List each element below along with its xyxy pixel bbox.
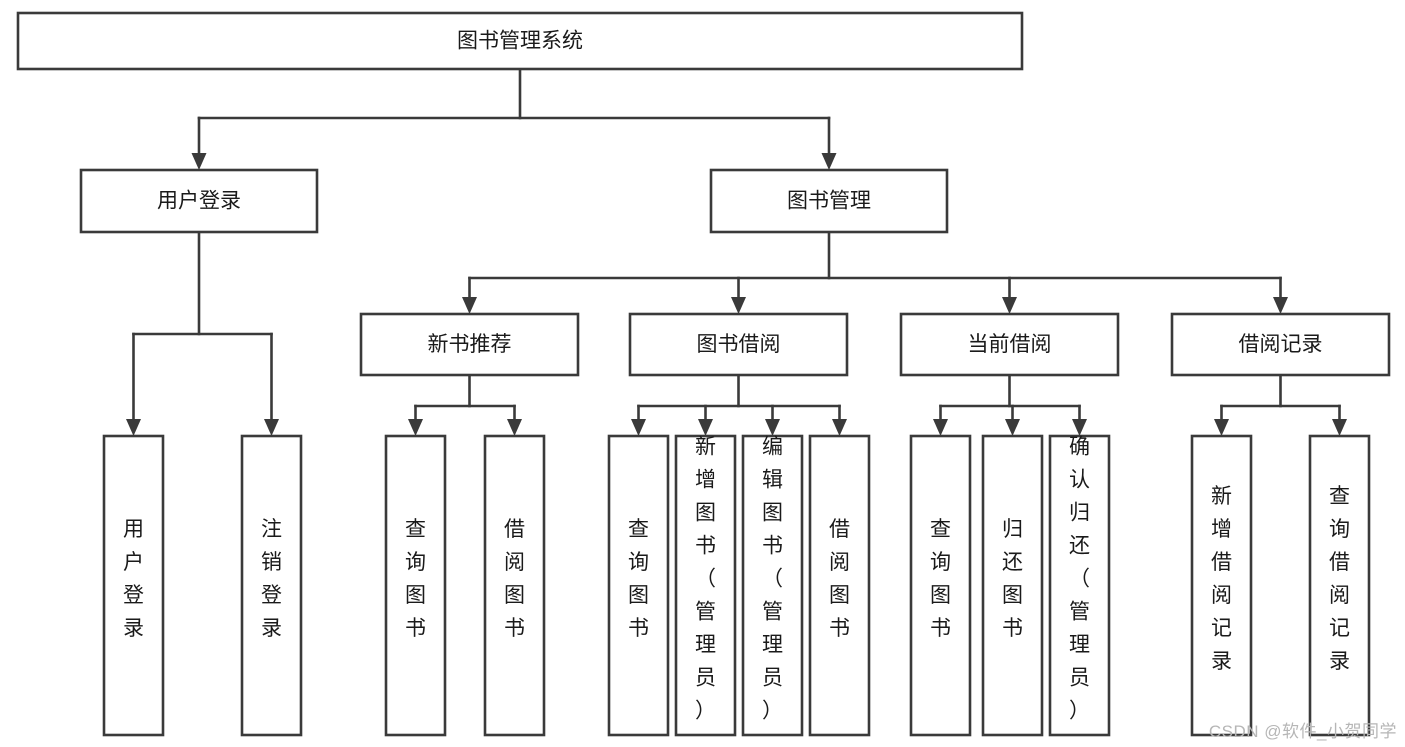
node-leaf-add-book[interactable]: 新增图书（管理员） bbox=[674, 434, 737, 737]
node-box[interactable] bbox=[607, 434, 670, 737]
connector-arrowhead bbox=[832, 419, 847, 436]
connector-arrowhead bbox=[821, 153, 837, 170]
node-label: 注销登录 bbox=[261, 518, 282, 640]
node-label: 查询借阅记录 bbox=[1329, 485, 1350, 673]
connector-layer bbox=[126, 67, 1347, 436]
node-label: 借阅图书 bbox=[504, 518, 525, 640]
node-leaf-return-book[interactable]: 归还图书 bbox=[981, 434, 1044, 737]
node-leaf-query-book-3[interactable]: 查询图书 bbox=[909, 434, 972, 737]
node-box[interactable] bbox=[674, 434, 737, 737]
watermark-text: CSDN @软件_小贺同学 bbox=[1208, 722, 1397, 741]
node-root[interactable]: 图书管理系统 bbox=[16, 11, 1024, 71]
node-label: 借阅图书 bbox=[829, 518, 850, 640]
node-book-borrow[interactable]: 图书借阅 bbox=[628, 312, 849, 377]
node-box[interactable] bbox=[808, 434, 871, 737]
node-label: 新增图书（管理员） bbox=[695, 436, 716, 723]
node-leaf-borrow-book-2[interactable]: 借阅图书 bbox=[808, 434, 871, 737]
node-box[interactable] bbox=[741, 434, 804, 737]
node-leaf-borrow-book-1[interactable]: 借阅图书 bbox=[483, 434, 546, 737]
node-box[interactable] bbox=[628, 312, 849, 377]
connector-arrowhead bbox=[462, 297, 477, 314]
node-box[interactable] bbox=[1308, 434, 1371, 737]
connector-arrowhead bbox=[731, 297, 746, 314]
node-leaf-query-book-1[interactable]: 查询图书 bbox=[384, 434, 447, 737]
node-user-login[interactable]: 用户登录 bbox=[79, 168, 319, 234]
node-leaf-add-record[interactable]: 新增借阅记录 bbox=[1190, 434, 1253, 737]
node-book-manage[interactable]: 图书管理 bbox=[709, 168, 949, 234]
connector-arrowhead bbox=[1072, 419, 1087, 436]
node-box[interactable] bbox=[981, 434, 1044, 737]
node-box[interactable] bbox=[909, 434, 972, 737]
node-label: 查询图书 bbox=[628, 518, 649, 640]
connector-arrowhead bbox=[507, 419, 522, 436]
node-leaf-query-book-2[interactable]: 查询图书 bbox=[607, 434, 670, 737]
node-box[interactable] bbox=[1190, 434, 1253, 737]
node-box[interactable] bbox=[79, 168, 319, 234]
node-label: 新书推荐 bbox=[428, 333, 512, 356]
node-label: 查询图书 bbox=[405, 518, 426, 640]
node-leaf-user-login[interactable]: 用户登录 bbox=[102, 434, 165, 737]
node-label: 归还图书 bbox=[1002, 518, 1023, 640]
connector-arrowhead bbox=[191, 153, 207, 170]
connector-arrowhead bbox=[264, 419, 279, 436]
node-box[interactable] bbox=[16, 11, 1024, 71]
connector-arrowhead bbox=[1332, 419, 1347, 436]
connector-arrowhead bbox=[1002, 297, 1017, 314]
node-label: 编辑图书（管理员） bbox=[762, 436, 783, 723]
node-new-book-rec[interactable]: 新书推荐 bbox=[359, 312, 580, 377]
node-leaf-logout[interactable]: 注销登录 bbox=[240, 434, 303, 737]
node-label: 图书借阅 bbox=[697, 333, 781, 356]
connector-arrowhead bbox=[698, 419, 713, 436]
node-leaf-query-record[interactable]: 查询借阅记录 bbox=[1308, 434, 1371, 737]
node-label: 图书管理系统 bbox=[457, 30, 583, 53]
node-label: 新增借阅记录 bbox=[1211, 485, 1232, 673]
node-box[interactable] bbox=[359, 312, 580, 377]
node-box[interactable] bbox=[384, 434, 447, 737]
node-label: 当前借阅 bbox=[968, 333, 1052, 356]
node-label: 确认归还（管理员） bbox=[1069, 436, 1090, 723]
node-box[interactable] bbox=[899, 312, 1120, 377]
connector-arrowhead bbox=[765, 419, 780, 436]
node-box[interactable] bbox=[483, 434, 546, 737]
node-leaf-confirm-return[interactable]: 确认归还（管理员） bbox=[1048, 434, 1111, 737]
node-current-borrow[interactable]: 当前借阅 bbox=[899, 312, 1120, 377]
node-label: 用户登录 bbox=[157, 190, 241, 213]
connector-arrowhead bbox=[1214, 419, 1229, 436]
node-box[interactable] bbox=[240, 434, 303, 737]
node-label: 图书管理 bbox=[787, 190, 871, 213]
connector-arrowhead bbox=[933, 419, 948, 436]
node-borrow-record[interactable]: 借阅记录 bbox=[1170, 312, 1391, 377]
node-box[interactable] bbox=[1048, 434, 1111, 737]
connector-arrowhead bbox=[1005, 419, 1020, 436]
connector-arrowhead bbox=[408, 419, 423, 436]
node-box[interactable] bbox=[709, 168, 949, 234]
node-label: 用户登录 bbox=[123, 518, 144, 640]
node-layer: 图书管理系统用户登录图书管理新书推荐图书借阅当前借阅借阅记录用户登录注销登录查询… bbox=[16, 11, 1391, 737]
node-box[interactable] bbox=[1170, 312, 1391, 377]
node-label: 查询图书 bbox=[930, 518, 951, 640]
node-label: 借阅记录 bbox=[1239, 333, 1323, 356]
node-box[interactable] bbox=[102, 434, 165, 737]
connector-arrowhead bbox=[631, 419, 646, 436]
connector-arrowhead bbox=[126, 419, 141, 436]
node-leaf-edit-book[interactable]: 编辑图书（管理员） bbox=[741, 434, 804, 737]
connector-arrowhead bbox=[1273, 297, 1288, 314]
